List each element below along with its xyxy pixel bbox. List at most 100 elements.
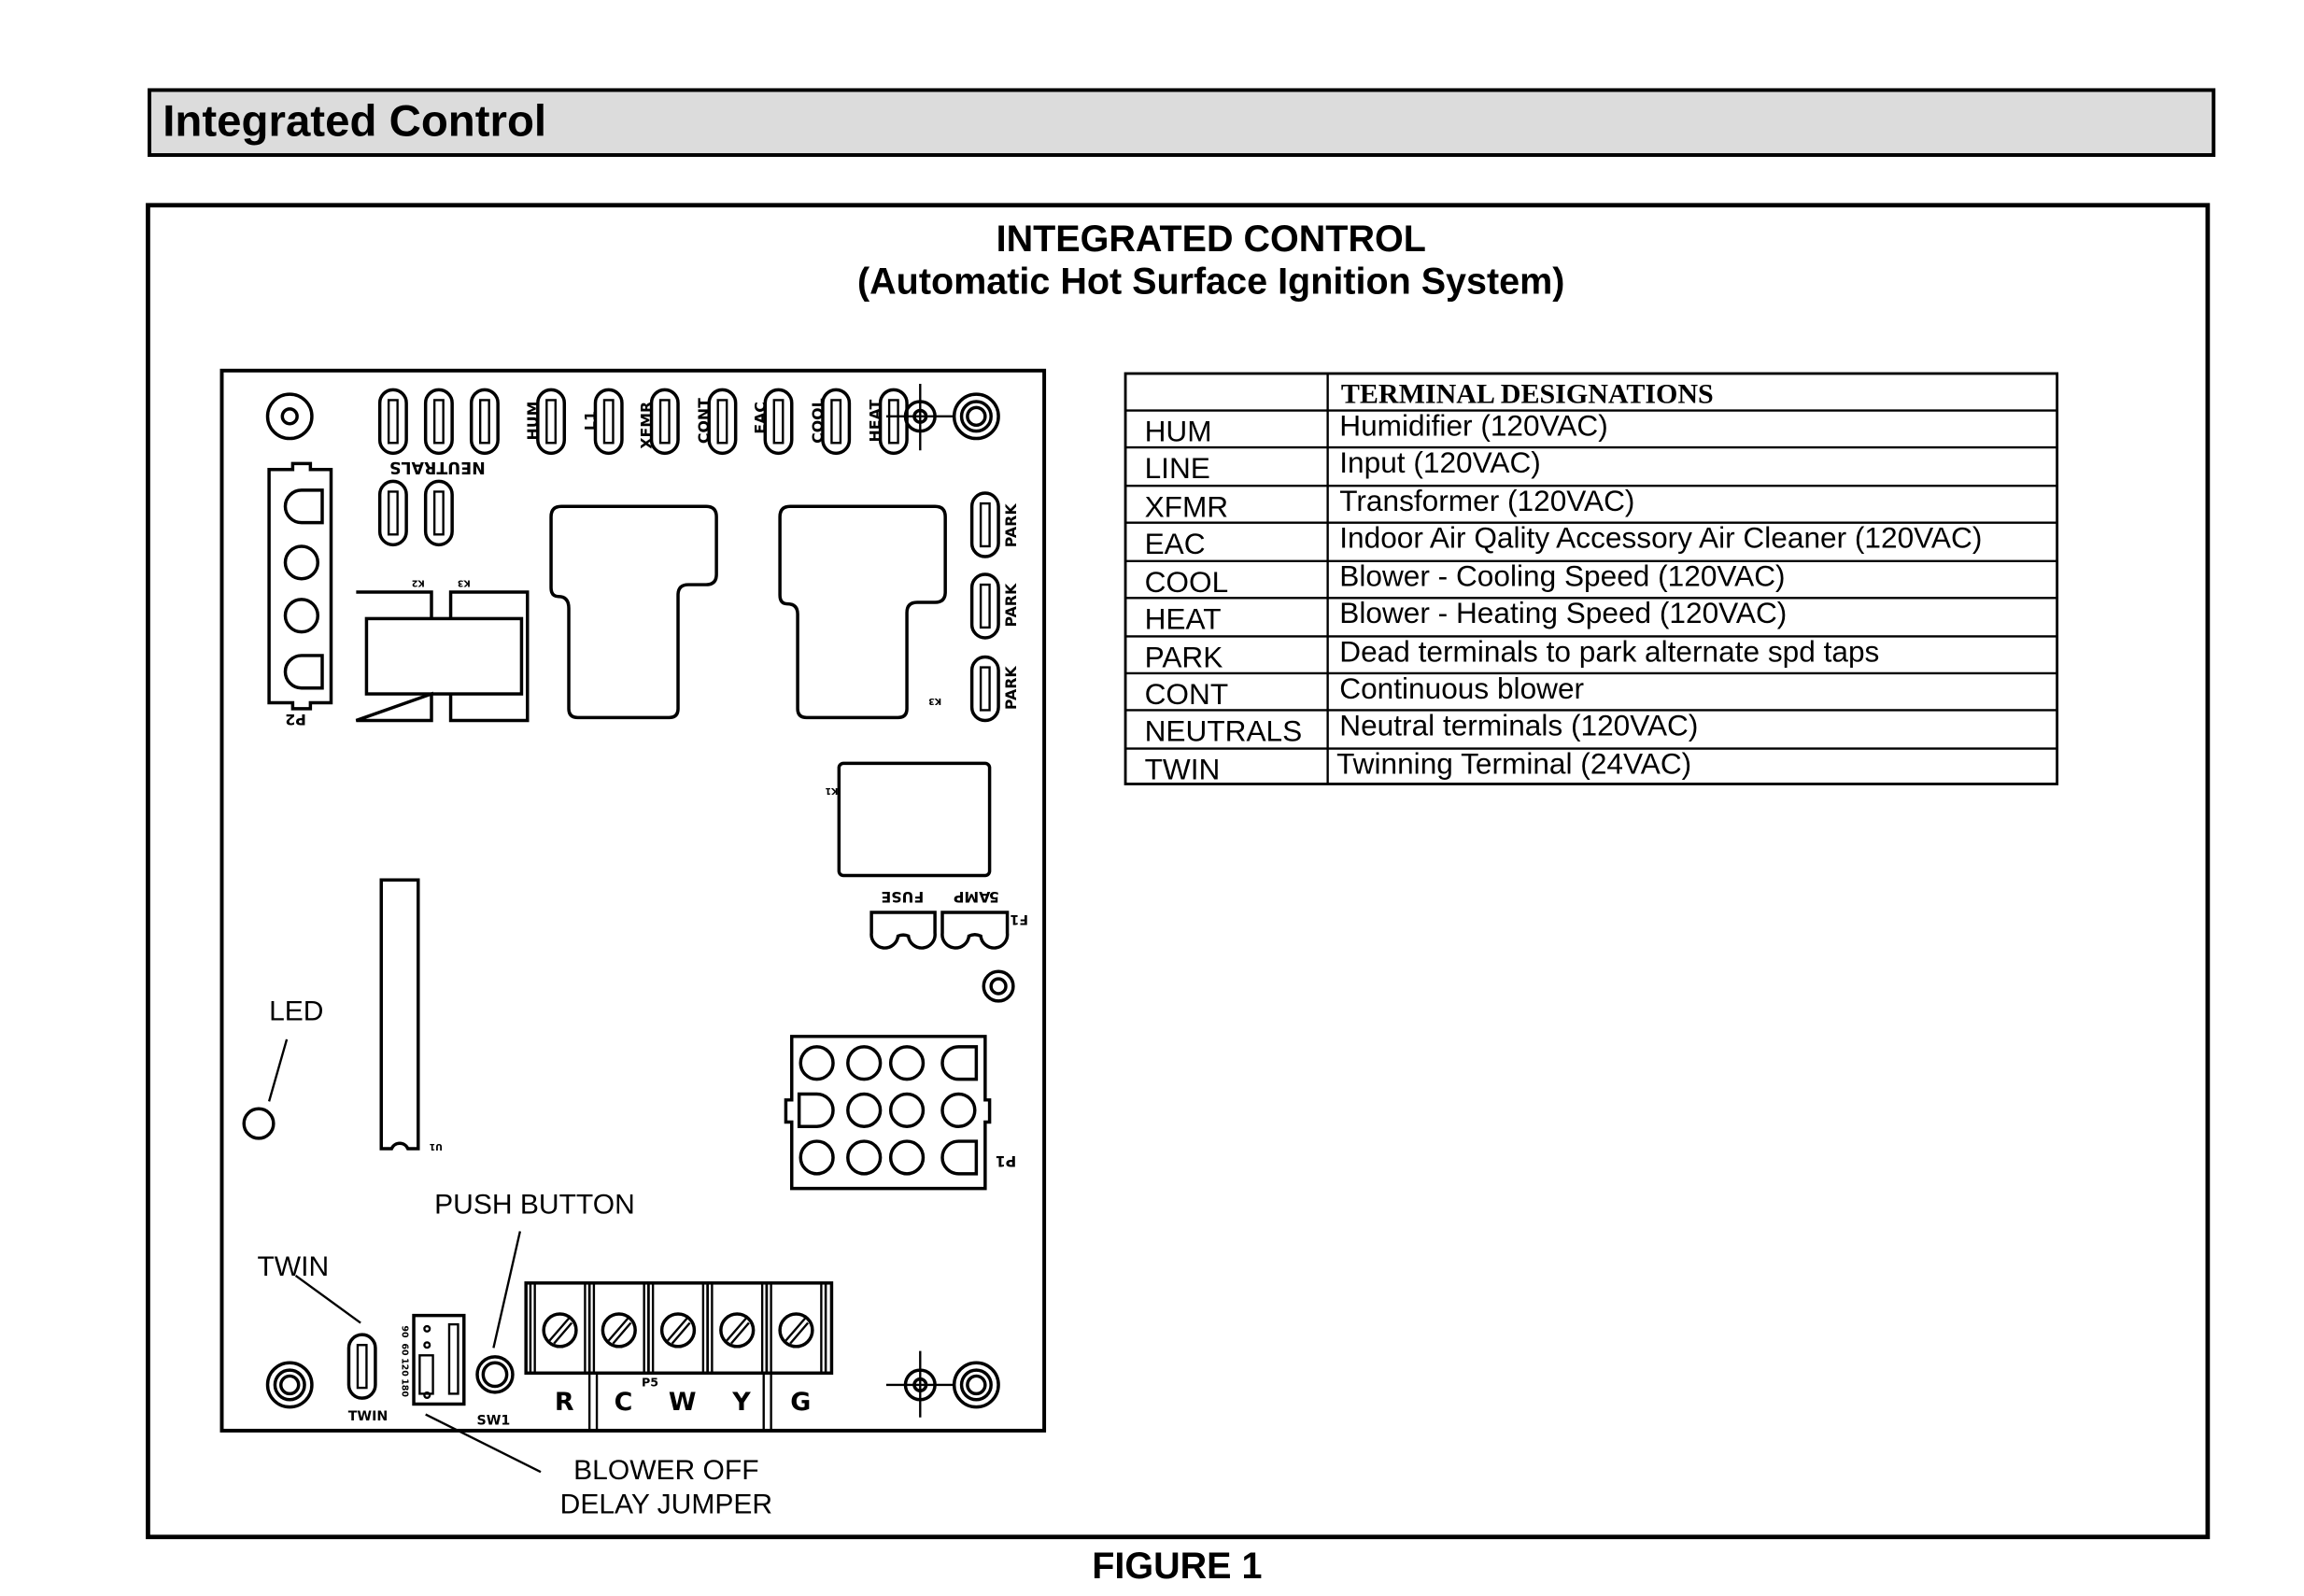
label-5: 5 <box>989 888 999 906</box>
twin-leader-line <box>294 1274 361 1324</box>
label-k3: K3 <box>928 696 941 706</box>
mounting-hole-icon <box>982 969 1015 1003</box>
park-terminal <box>969 572 1000 640</box>
push-button-leader-line <box>492 1231 522 1349</box>
callout-push-button: PUSH BUTTON <box>434 1190 635 1221</box>
table-border <box>1124 372 2059 785</box>
led-leader-line <box>267 1038 289 1102</box>
jumper-leader-line <box>425 1413 542 1474</box>
label-l1: L1 <box>581 411 599 431</box>
led-icon <box>242 1107 276 1140</box>
figure-subtitle: (Automatic Hot Surface Ignition System) <box>857 261 1564 303</box>
terminal-code: LINE <box>1145 451 1210 485</box>
cool-terminal <box>821 388 852 456</box>
p1-connector <box>784 1035 992 1191</box>
terminal-code: PARK <box>1145 641 1223 674</box>
label-jumper-60: 60 <box>399 1343 409 1356</box>
blower-off-delay-jumper <box>412 1313 466 1406</box>
park-terminal <box>969 491 1000 558</box>
terminal-code: HUM <box>1145 415 1212 448</box>
terminal-description: Neutral terminals (120VAC) <box>1339 708 1698 742</box>
neutral-terminal <box>377 479 408 547</box>
label-f1: F1 <box>1010 911 1028 926</box>
callout-led: LED <box>269 996 323 1026</box>
control-board: HUM L1 XFMR CONT EAC COOL HEAT NEUTRALS … <box>219 368 1047 1519</box>
p1-pin <box>799 1045 835 1081</box>
label-park: PARK <box>1002 666 1020 711</box>
table-row: CONT Continuous blower <box>1145 671 1584 711</box>
thermostat-terminal-screw-icon <box>647 1281 709 1375</box>
heat-terminal <box>878 388 909 456</box>
5-amp-fuse <box>869 911 1010 950</box>
callout-delay-jumper: DELAY JUMPER <box>560 1489 772 1519</box>
terminal-description: Transformer (120VAC) <box>1339 484 1634 517</box>
mounting-hole-icon <box>265 392 314 441</box>
thermostat-terminal-screw-icon <box>587 1281 650 1375</box>
twin-terminal <box>346 1333 377 1400</box>
label-eac: EAC <box>751 402 769 434</box>
crosshair-icon <box>885 1350 954 1418</box>
label-cont: CONT <box>695 398 713 444</box>
thermostat-terminal-screw-icon <box>765 1281 827 1375</box>
callout-blower-off: BLOWER OFF <box>573 1455 758 1486</box>
label-jumper-180: 180 <box>399 1378 409 1397</box>
terminal-description: Blower - Heating Speed (120VAC) <box>1339 596 1787 629</box>
label-k1: K1 <box>825 785 838 796</box>
label-amp: AMP <box>954 888 991 906</box>
label-park: PARK <box>1002 583 1020 628</box>
label-twin: TWIN <box>348 1409 389 1424</box>
p1-pin <box>940 1045 979 1081</box>
crosshair-icon <box>885 384 954 451</box>
terminal-description: Continuous blower <box>1339 671 1584 705</box>
figure-caption: FIGURE 1 <box>1092 1546 1262 1587</box>
p1-pin <box>940 1092 977 1128</box>
label-sw1: SW1 <box>476 1414 510 1429</box>
callout-twin: TWIN <box>257 1251 329 1282</box>
k1-relay <box>837 761 992 878</box>
relay-outline <box>549 504 718 720</box>
label-neutrals: NEUTRALS <box>389 458 486 476</box>
label-heat: HEAT <box>867 399 884 442</box>
terminal-description: Twinning Terminal (24VAC) <box>1336 746 1691 780</box>
label-p2: P2 <box>285 711 306 728</box>
terminal-description: Indoor Air Qality Accessory Air Cleaner … <box>1339 521 1982 555</box>
relay-outline <box>778 504 947 720</box>
park-terminal <box>969 655 1000 723</box>
figure-title: INTEGRATED CONTROL <box>997 219 1426 260</box>
label-jumper-120: 120 <box>399 1358 409 1377</box>
label-p1: P1 <box>996 1152 1017 1170</box>
label-fuse: FUSE <box>881 888 924 906</box>
label-park: PARK <box>1002 503 1020 548</box>
line-terminal <box>593 388 624 456</box>
terminal-code: XFMR <box>1145 489 1229 523</box>
label-hum: HUM <box>524 402 542 441</box>
table-row: HEAT Blower - Heating Speed (120VAC) <box>1145 596 1788 635</box>
terminal-code: COOL <box>1145 565 1229 599</box>
cont-terminal <box>707 388 738 456</box>
neutral-terminal <box>469 388 500 456</box>
label-k2: K2 <box>412 577 425 587</box>
board-outline <box>219 368 1047 1433</box>
section-header-bar <box>148 88 2216 157</box>
terminal-code: CONT <box>1145 677 1229 711</box>
p1-pin <box>846 1045 883 1081</box>
figure-frame <box>146 203 2211 1540</box>
eac-terminal <box>763 388 794 456</box>
p1-pin <box>846 1092 883 1128</box>
neutral-terminal <box>423 479 454 547</box>
label-p5: P5 <box>642 1376 658 1390</box>
thermostat-terminal-screw-icon <box>529 1281 591 1375</box>
terminal-code: EAC <box>1145 527 1206 560</box>
p1-pin <box>940 1139 979 1176</box>
thermostat-label-G: G <box>790 1388 811 1417</box>
label-jumper-90: 90 <box>399 1325 409 1338</box>
terminal-code: HEAT <box>1145 601 1222 635</box>
table-header: TERMINAL DESIGNATIONS <box>1341 379 1714 410</box>
mounting-hole-icon <box>265 1361 314 1409</box>
